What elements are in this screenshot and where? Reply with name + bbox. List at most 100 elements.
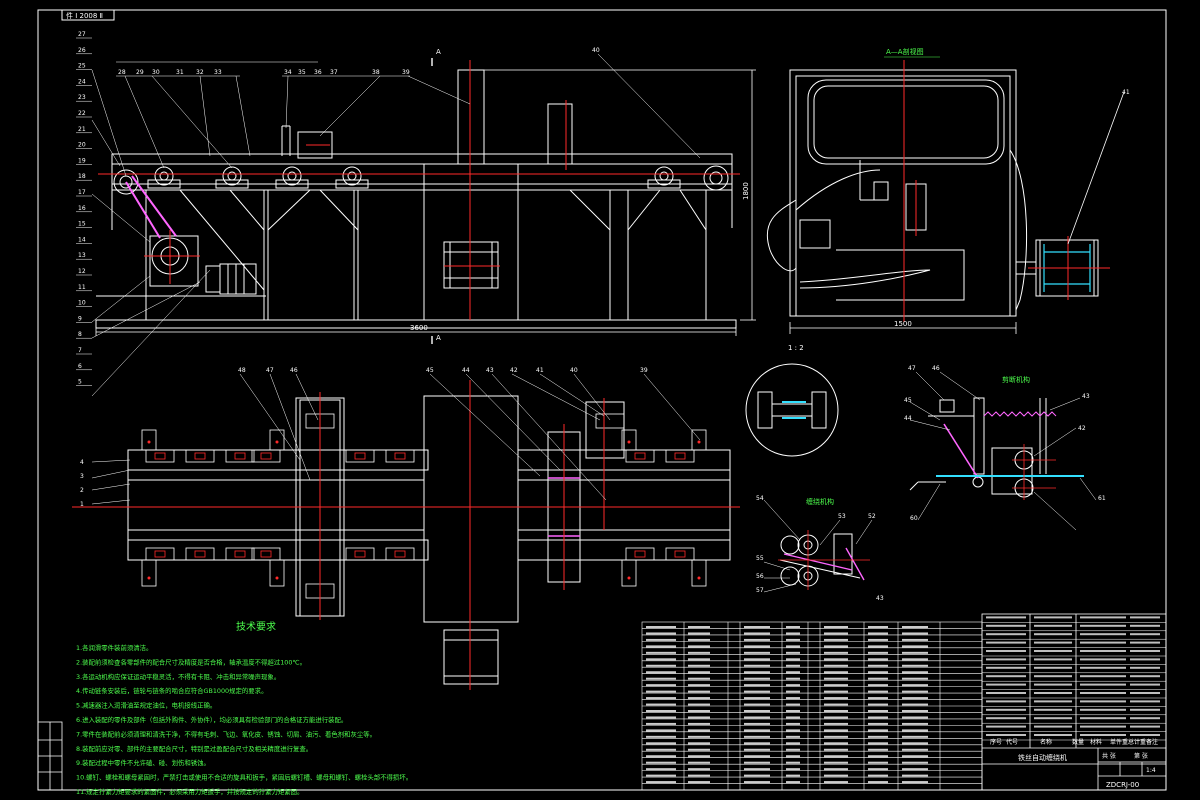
callout-number: 30 bbox=[152, 69, 160, 76]
callout-number: 54 bbox=[756, 495, 764, 502]
callout-number: 44 bbox=[904, 415, 912, 422]
wind-mech-callouts: 54 53 52 55 56 57 43 bbox=[756, 495, 884, 602]
callout-number: 25 bbox=[78, 63, 86, 70]
bom-header-cell: 名称 bbox=[1040, 738, 1052, 746]
callout-number: 5 bbox=[78, 379, 82, 386]
callout-number: 47 bbox=[908, 365, 916, 372]
callout-number: 41 bbox=[536, 367, 544, 374]
callout-number: 46 bbox=[932, 365, 940, 372]
callout-number: 53 bbox=[838, 513, 846, 520]
callout-number: 14 bbox=[78, 236, 86, 243]
callout-number: 17 bbox=[78, 189, 86, 196]
callout-number: 46 bbox=[290, 367, 298, 374]
callout-number: 6 bbox=[78, 363, 82, 370]
callout-number: 15 bbox=[78, 221, 86, 228]
callout-number: 52 bbox=[868, 513, 876, 520]
callout-number: 9 bbox=[78, 315, 82, 322]
bom-header-cell: 数量 bbox=[1072, 738, 1084, 746]
callout-number: 61 bbox=[1098, 495, 1106, 502]
callout-number: 35 bbox=[298, 69, 306, 76]
callout-number: 7 bbox=[78, 347, 82, 354]
callout-number: 44 bbox=[462, 367, 470, 374]
callout-number: 56 bbox=[756, 573, 764, 580]
detail-wind-mechanism: 缠绕机构 bbox=[763, 497, 873, 593]
bom-header-cell: 单件重 bbox=[1110, 738, 1128, 746]
callout-number: 43 bbox=[1082, 393, 1090, 400]
sheet-frame bbox=[37, 9, 1167, 791]
callout-number: 18 bbox=[78, 173, 86, 180]
callout-number: 22 bbox=[78, 110, 86, 117]
callout-number: 39 bbox=[402, 69, 410, 76]
callout-number: 20 bbox=[78, 142, 86, 149]
callout-number: 45 bbox=[426, 367, 434, 374]
tech-requirement-item: 7.零件在装配前必须清理和清洗干净，不得有毛刺、飞边、氧化皮、锈蚀、切屑、油污、… bbox=[76, 729, 376, 738]
callout-number: 31 bbox=[176, 69, 184, 76]
tech-requirement-item: 10.螺钉、螺栓和螺母紧固时，严禁打击或使用不合适的旋具和扳手，紧固后螺钉槽、螺… bbox=[76, 773, 412, 782]
callout-number: 55 bbox=[756, 555, 764, 562]
length-dimension: 3600 bbox=[410, 324, 428, 332]
plan-view bbox=[72, 373, 740, 690]
section-mark-top: A bbox=[436, 48, 441, 56]
tech-requirement-item: 9.装配过程中零件不允许磕、碰、划伤和锈蚀。 bbox=[76, 758, 210, 767]
callout-number: 47 bbox=[266, 367, 274, 374]
callout-number: 39 bbox=[640, 367, 648, 374]
detail-cut-mechanism: 剪断机构 bbox=[909, 371, 1097, 531]
callout-number: 45 bbox=[904, 397, 912, 404]
wind-mech-title: 缠绕机构 bbox=[806, 497, 834, 506]
callout-number: 57 bbox=[756, 587, 764, 594]
cut-mech-title: 剪断机构 bbox=[1002, 375, 1030, 384]
callout-number: 37 bbox=[330, 69, 338, 76]
tech-requirements-title: 技术要求 bbox=[236, 620, 276, 633]
callout-number: 43 bbox=[486, 367, 494, 374]
bom-header-cell: 序号 bbox=[990, 738, 1002, 746]
callout-number: 33 bbox=[214, 69, 222, 76]
callout-number: 8 bbox=[78, 331, 82, 338]
callout-number: 34 bbox=[284, 69, 292, 76]
callout-number: 24 bbox=[78, 78, 86, 85]
sheet-page: 第 张 bbox=[1134, 752, 1148, 760]
drawing-scale: 1:4 bbox=[1146, 767, 1156, 774]
callout-number: 3 bbox=[80, 473, 84, 480]
callout-number: 29 bbox=[136, 69, 144, 76]
bom-header-cell: 代号 bbox=[1006, 738, 1018, 746]
section-mark-bottom: A bbox=[436, 334, 441, 342]
front-view: 3600 1800 A A bbox=[91, 48, 756, 397]
revision-strip bbox=[37, 721, 63, 791]
callout-number: 43 bbox=[876, 595, 884, 602]
tech-requirement-item: 8.装配前应对零、部件的主要配合尺寸，特别是过盈配合尺寸及相关精度进行复查。 bbox=[76, 744, 312, 753]
title-block: 铁丝自动缠绕机 ZDCRJ-00 1:4 共 张 第 张 bbox=[981, 613, 1167, 791]
callout-number: 11 bbox=[78, 284, 86, 291]
callout-number: 1 bbox=[80, 501, 84, 508]
bom-table: 序号代号名称数量材料单件重总计重备注 bbox=[641, 621, 1158, 791]
section-callout: 41 bbox=[1122, 89, 1130, 96]
bom-header-cell: 备注 bbox=[1146, 738, 1158, 746]
tech-requirement-item: 1.各润滑零件装前须清洁。 bbox=[76, 643, 152, 652]
tech-requirement-item: 2.装配前须检查各零部件的配合尺寸及精度是否合格，轴承温度不得超过100℃。 bbox=[76, 657, 306, 666]
callout-number: 21 bbox=[78, 126, 86, 133]
front-view-left-callouts: 2726252423222120191817161514131211109876… bbox=[76, 31, 92, 386]
callout-number: 38 bbox=[372, 69, 380, 76]
callout-number: 40 bbox=[570, 367, 578, 374]
tech-requirement-item: 6.进入装配的零件及部件（包括外购件、外协件），均必须具有检验部门的合格证方能进… bbox=[76, 715, 347, 724]
callout-number: 16 bbox=[78, 205, 86, 212]
section-view: A—A剖视图 bbox=[766, 47, 1130, 352]
section-view-title: A—A剖视图 bbox=[886, 47, 924, 56]
tech-requirement-item: 5.减速器注入润滑油至规定油位，电机接线正确。 bbox=[76, 701, 216, 710]
bom-header-row: 序号代号名称数量材料单件重总计重备注 bbox=[990, 738, 1158, 746]
callout-number: 12 bbox=[78, 268, 86, 275]
tech-requirement-item: 3.各运动机构应保证运动平稳灵活，不得有卡阻、冲击和异常噪声现象。 bbox=[76, 672, 280, 681]
callout-number: 23 bbox=[78, 94, 86, 101]
callout-number: 19 bbox=[78, 157, 86, 164]
callout-number: 13 bbox=[78, 252, 86, 259]
callout-number: 26 bbox=[78, 47, 86, 54]
callout-number: 42 bbox=[510, 367, 518, 374]
tech-requirement-item: 11.规定拧紧力矩要求的紧固件，必须采用力矩扳手，并按规定的拧紧力矩紧固。 bbox=[76, 787, 303, 796]
sheet-qty: 共 张 bbox=[1102, 752, 1116, 760]
tech-requirements-list: 1.各润滑零件装前须清洁。 2.装配前须检查各零部件的配合尺寸及精度是否合格，轴承… bbox=[76, 643, 412, 796]
callout-number: 36 bbox=[314, 69, 322, 76]
